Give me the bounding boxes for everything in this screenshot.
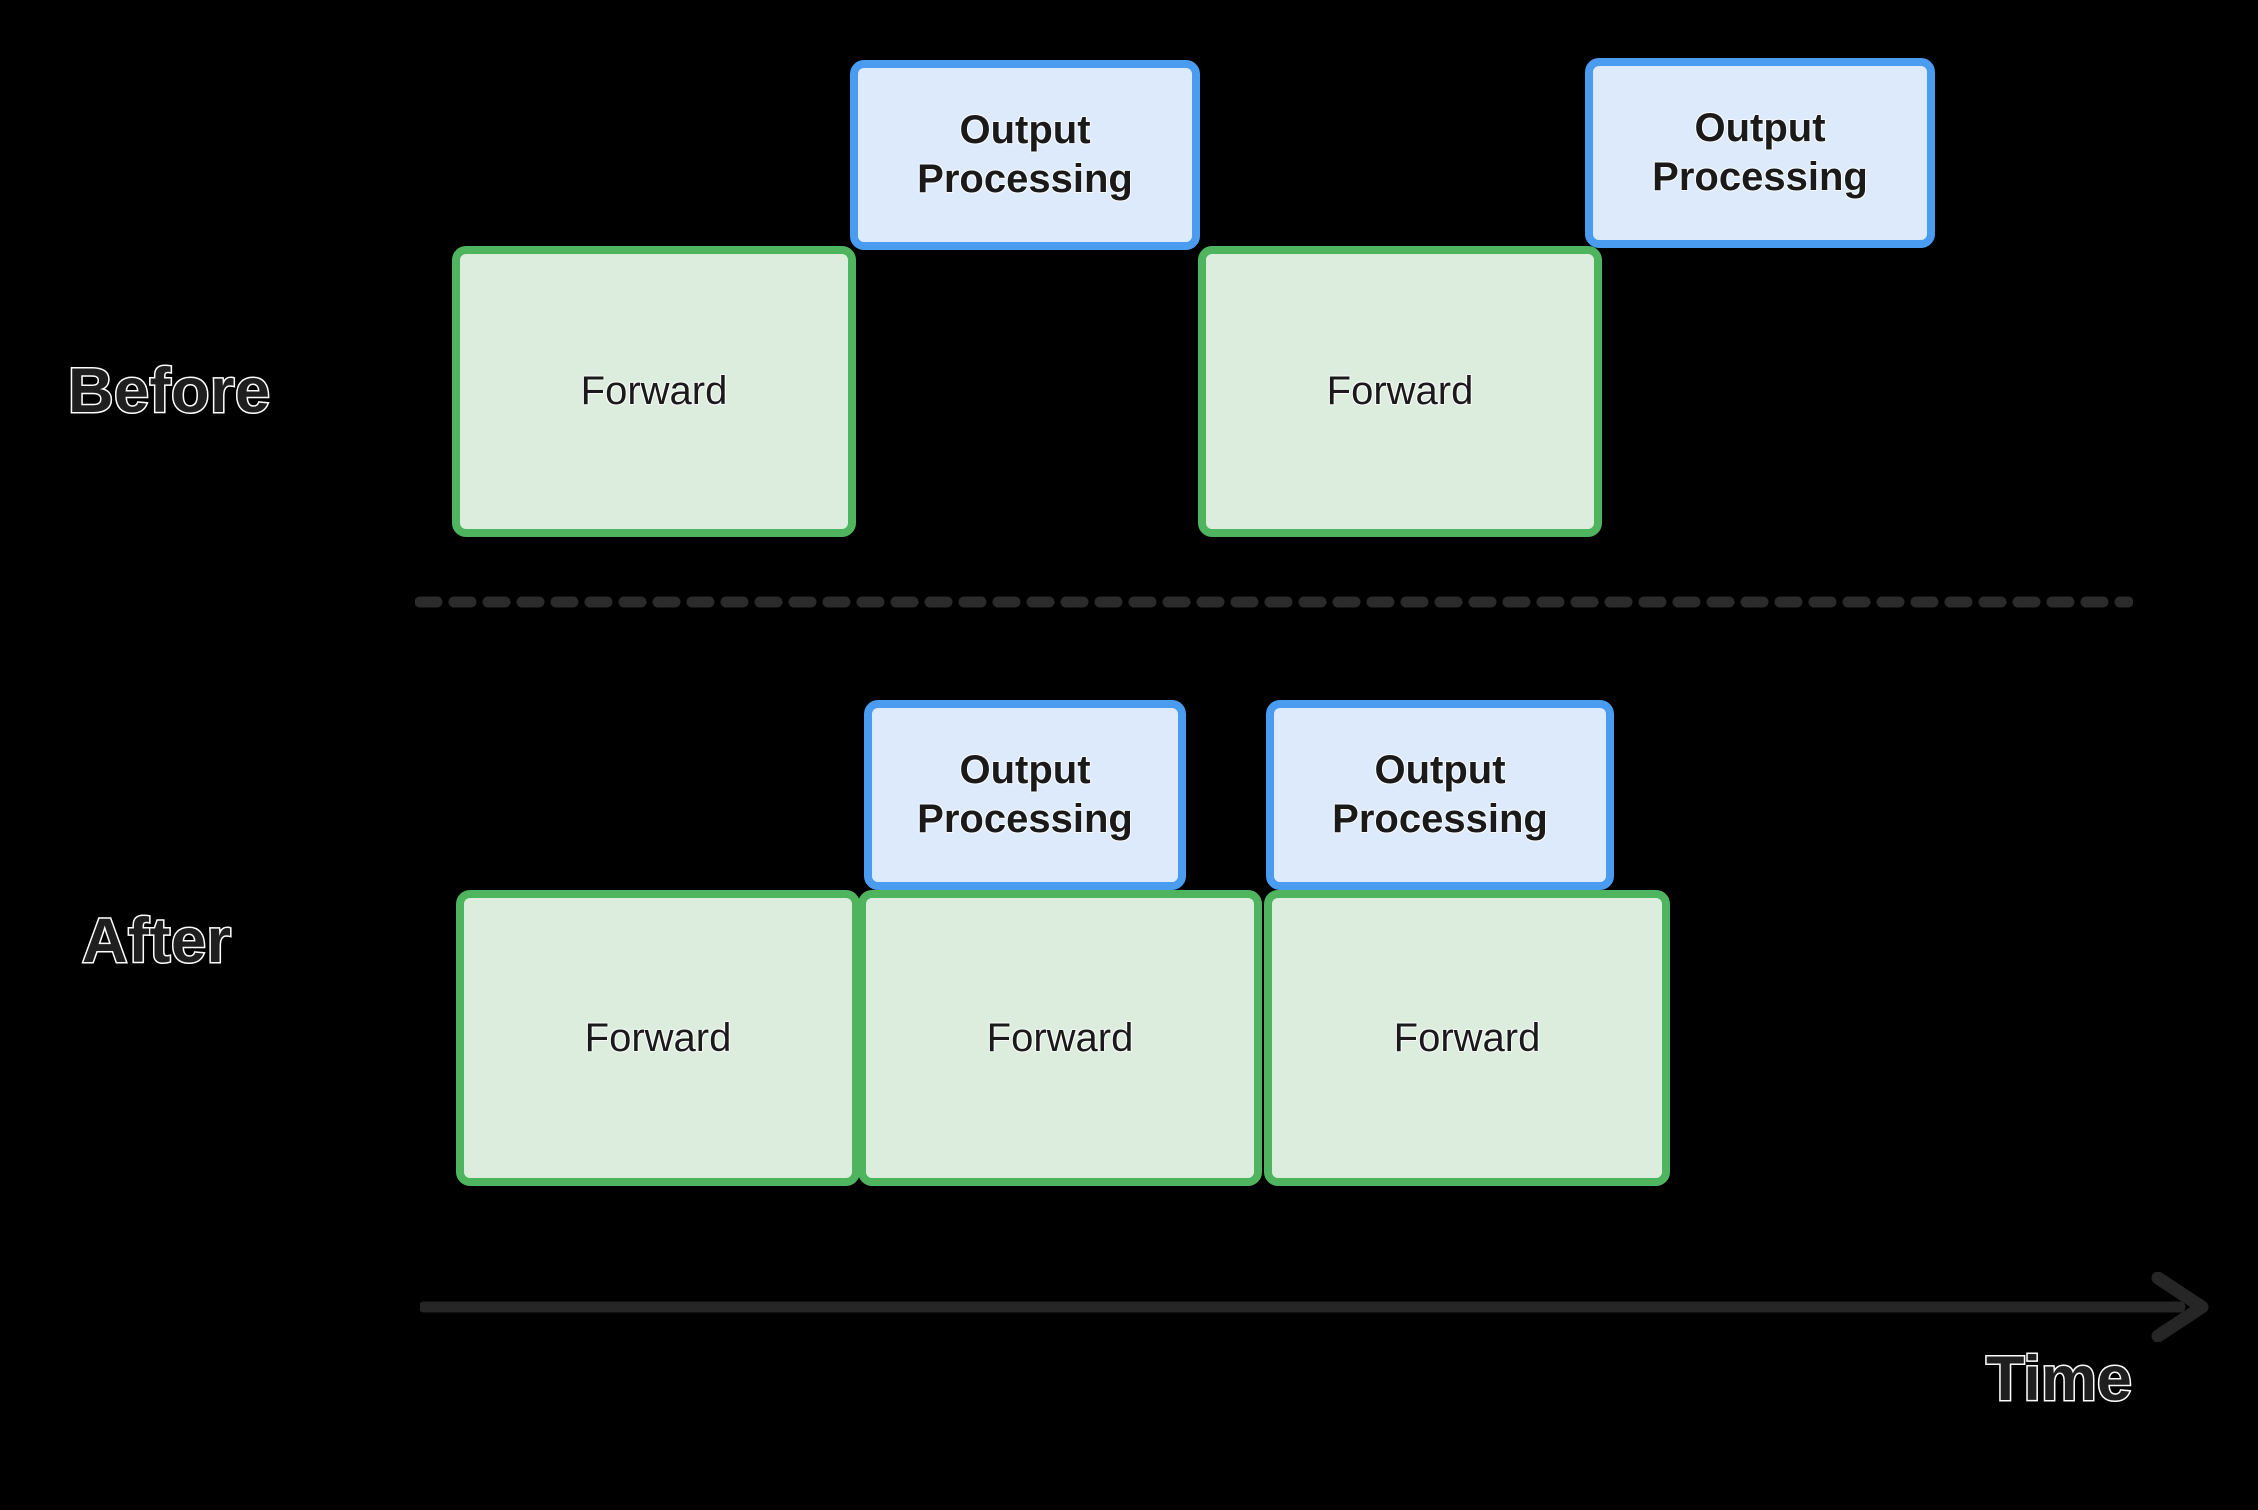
after-output-processing-block-2: Output Processing bbox=[1266, 700, 1614, 890]
after-output-processing-label-2: Output Processing bbox=[1332, 748, 1548, 841]
time-axis-label: Time bbox=[1985, 1344, 2134, 1414]
after-output-processing-block-1: Output Processing bbox=[864, 700, 1186, 890]
before-output-processing-block-1: Output Processing bbox=[850, 60, 1200, 250]
after-forward-label-1: Forward bbox=[584, 1015, 732, 1060]
before-forward-label-2: Forward bbox=[1326, 369, 1474, 413]
before-forward-label-1: Forward bbox=[580, 369, 728, 413]
section-divider bbox=[415, 596, 2133, 608]
after-forward-block-2: Forward bbox=[858, 890, 1262, 1186]
after-forward-block-3: Forward bbox=[1264, 890, 1670, 1186]
after-output-processing-label-1: Output Processing bbox=[917, 748, 1133, 841]
row-label-after: After bbox=[81, 906, 233, 976]
after-forward-label-2: Forward bbox=[986, 1015, 1134, 1060]
before-forward-block-2: Forward bbox=[1198, 246, 1602, 537]
before-forward-block-1: Forward bbox=[452, 246, 856, 537]
row-label-before: Before bbox=[67, 356, 272, 426]
after-forward-label-3: Forward bbox=[1393, 1015, 1541, 1060]
time-axis-arrow bbox=[420, 1272, 2209, 1342]
time-axis-arrowhead bbox=[2151, 1272, 2209, 1342]
before-output-processing-label-1: Output Processing bbox=[917, 108, 1133, 201]
after-forward-block-1: Forward bbox=[456, 890, 860, 1186]
before-output-processing-block-2: Output Processing bbox=[1585, 58, 1935, 248]
before-output-processing-label-2: Output Processing bbox=[1652, 106, 1868, 199]
